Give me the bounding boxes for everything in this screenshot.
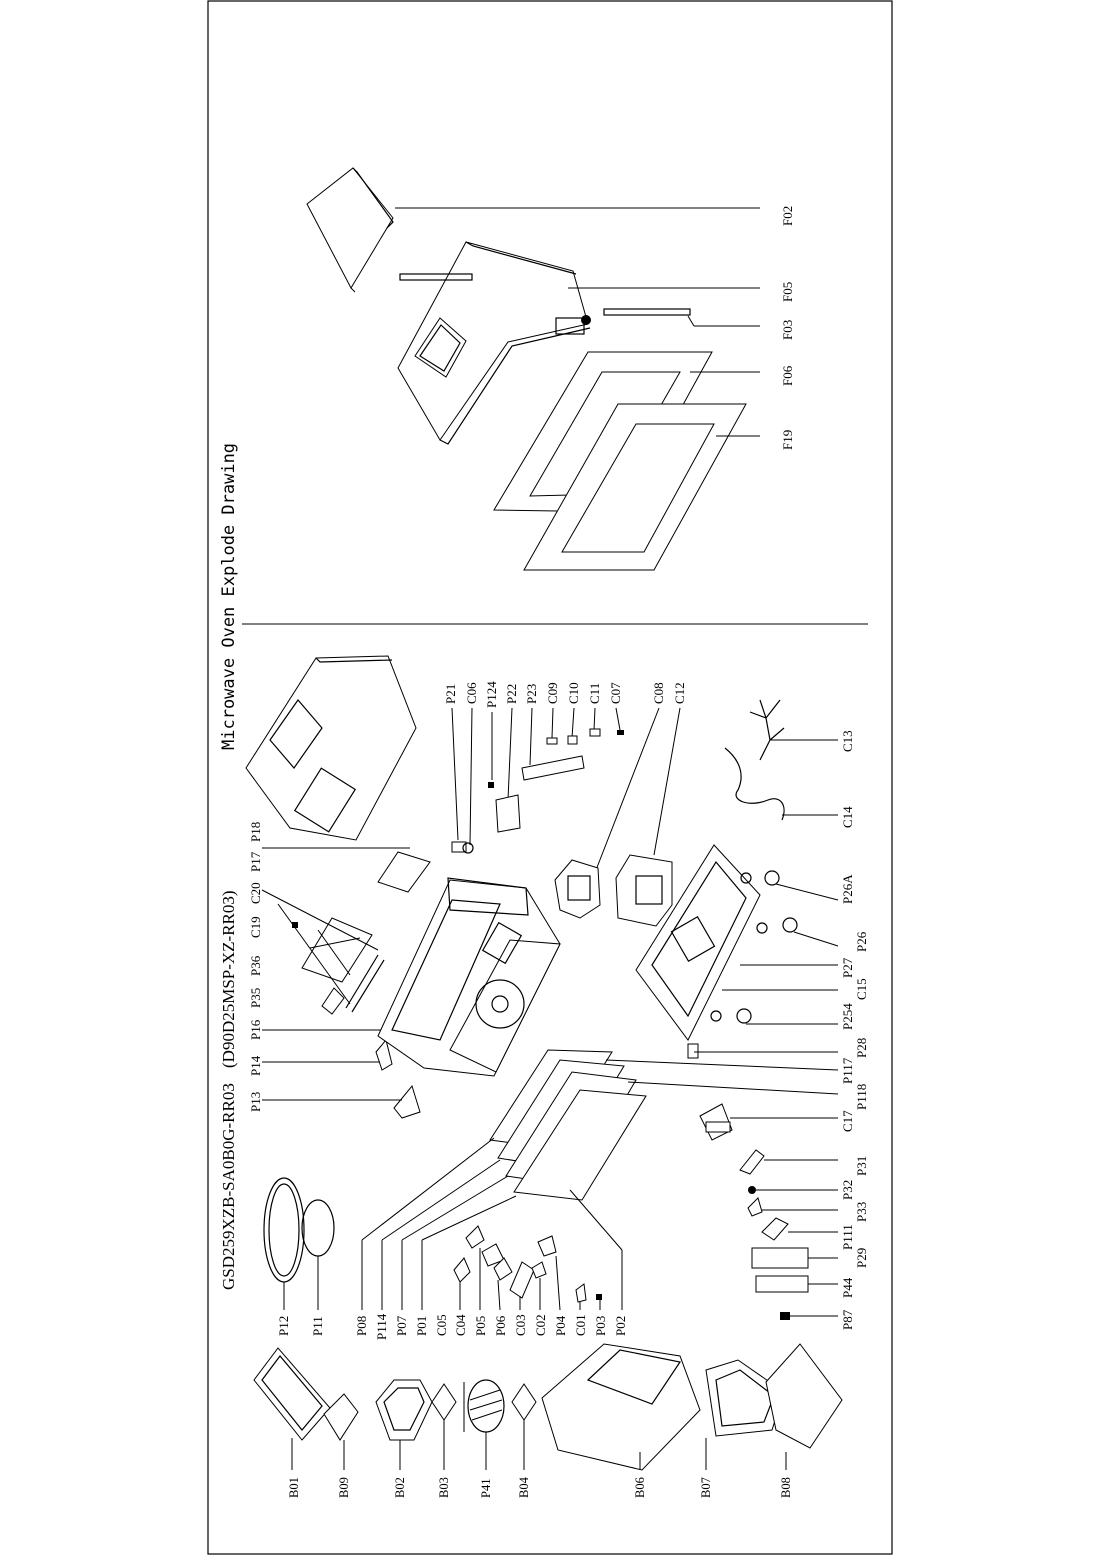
label-p117: P117: [840, 1057, 855, 1084]
label-b01: B01: [287, 1477, 301, 1498]
label-p28: P28: [854, 1038, 869, 1058]
label-f02: F02: [780, 206, 795, 226]
outer-case-group: [306, 167, 760, 571]
label-p32: P32: [840, 1180, 855, 1200]
label-c19: C19: [248, 916, 263, 938]
cavity-accessories: [261, 847, 431, 1119]
label-b02: B02: [393, 1477, 407, 1498]
label-p35: P35: [248, 988, 263, 1008]
label-p22: P22: [504, 684, 519, 704]
label-p41: P41: [479, 1479, 493, 1498]
label-b03: B03: [437, 1477, 451, 1498]
label-p08: P08: [354, 1316, 369, 1336]
small-electrical-parts: [451, 728, 624, 854]
label-p11: P11: [310, 1316, 325, 1336]
label-c13: C13: [840, 730, 855, 752]
label-p14: P14: [248, 1055, 263, 1076]
model-code: (D90D25MSP-XZ-RR03): [219, 890, 238, 1068]
part-door-assembly: P117 P118: [489, 1049, 869, 1201]
label-p03: P03: [593, 1316, 608, 1336]
part-base-plate: [635, 844, 761, 1041]
door-part-leaders: [361, 1137, 623, 1310]
label-p07: P07: [394, 1315, 409, 1336]
part-c08-magnetron: [554, 859, 601, 919]
label-c02: C02: [533, 1314, 548, 1336]
label-p29: P29: [854, 1248, 869, 1268]
label-c05: C05: [434, 1314, 449, 1336]
part-c13-c14-wiring: C13 C14: [724, 699, 855, 828]
label-p04: P04: [553, 1315, 568, 1336]
label-p01: P01: [414, 1316, 429, 1336]
part-p18-cover: [245, 655, 417, 841]
label-p44: P44: [840, 1277, 855, 1298]
label-p36: P36: [248, 955, 263, 976]
label-c06: C06: [464, 682, 479, 704]
top-callouts: F02 F05 F03 F06 F19: [780, 206, 795, 450]
label-p12: P12: [276, 1316, 291, 1336]
label-p02: P02: [613, 1316, 628, 1336]
label-p111: P111: [840, 1224, 855, 1250]
control-parts: C17 P31 P32 P33 P111 P29 P44 P87: [699, 1103, 869, 1330]
drawing-border: [207, 0, 893, 1555]
label-c09: C09: [545, 682, 560, 704]
label-c20: C20: [248, 882, 263, 904]
label-p26a: P26A: [840, 874, 855, 904]
label-p87: P87: [840, 1309, 855, 1330]
label-p05: P05: [473, 1316, 488, 1336]
label-c17: C17: [840, 1110, 855, 1132]
label-b06: B06: [633, 1477, 647, 1498]
drawing-title: Microwave Oven Explode Drawing: [219, 443, 239, 750]
feet-and-fixings: P26A P26 P27 C15 P254 P28: [687, 870, 869, 1059]
label-p18: P18: [248, 822, 263, 842]
label-p13: P13: [248, 1092, 263, 1112]
upper-left-callouts: P18 P17 C20 C19 P36 P35 P16 P14 P13: [248, 822, 263, 1112]
label-p124: P124: [484, 681, 499, 708]
packaging-parts: B01 B09 B02 B03 P41 B04 B06 B07 B08: [253, 1343, 843, 1498]
label-b07: B07: [699, 1477, 713, 1498]
label-p254: P254: [840, 1003, 855, 1030]
label-c14: C14: [840, 806, 855, 828]
part-p16-oven-cavity: [377, 877, 561, 1077]
label-p16: P16: [248, 1019, 263, 1040]
latch-parts: [453, 1225, 602, 1311]
label-c12: C12: [672, 682, 687, 704]
part-f02-panel: [306, 167, 760, 293]
door-part-callouts: P08 P114 P07 P01 C05 C04 P05 P06 C03 C02…: [354, 1313, 628, 1340]
label-f03: F03: [780, 320, 795, 340]
electrical-callouts: P21 C06 P124 P22 P23 C09 C10 C11 C07 C08…: [443, 681, 687, 871]
label-c01: C01: [573, 1314, 588, 1336]
label-p118: P118: [854, 1084, 869, 1110]
label-p27: P27: [840, 957, 855, 978]
label-p21: P21: [443, 684, 458, 704]
label-c10: C10: [566, 682, 581, 704]
label-c11: C11: [587, 683, 602, 704]
part-f19-frame: [523, 403, 760, 571]
label-p114: P114: [374, 1313, 389, 1340]
part-f03-strip: [399, 273, 760, 327]
label-c07: C07: [608, 682, 623, 704]
label-b08: B08: [779, 1477, 793, 1498]
label-c04: C04: [453, 1314, 468, 1336]
label-p33: P33: [854, 1202, 869, 1222]
part-c12-transformer: [615, 854, 673, 927]
label-p26: P26: [854, 931, 869, 952]
turntable-parts: P12 P11: [263, 1177, 335, 1336]
part-f05-cabinet: [397, 241, 760, 445]
label-f19: F19: [780, 430, 795, 450]
label-b04: B04: [517, 1476, 531, 1498]
title-block: GSD259XZB-SA0B0G-RR03 (D90D25MSP-XZ-RR03…: [219, 443, 239, 1290]
model-number: GSD259XZB-SA0B0G-RR03: [219, 1083, 238, 1290]
label-c08: C08: [651, 682, 666, 704]
label-p31: P31: [854, 1156, 869, 1176]
label-c15: C15: [854, 978, 869, 1000]
label-f05: F05: [780, 282, 795, 302]
label-c03: C03: [513, 1314, 528, 1336]
label-p23: P23: [524, 684, 539, 704]
label-f06: F06: [780, 365, 795, 386]
label-b09: B09: [337, 1477, 351, 1498]
label-p17: P17: [248, 851, 263, 872]
label-p06: P06: [493, 1315, 508, 1336]
